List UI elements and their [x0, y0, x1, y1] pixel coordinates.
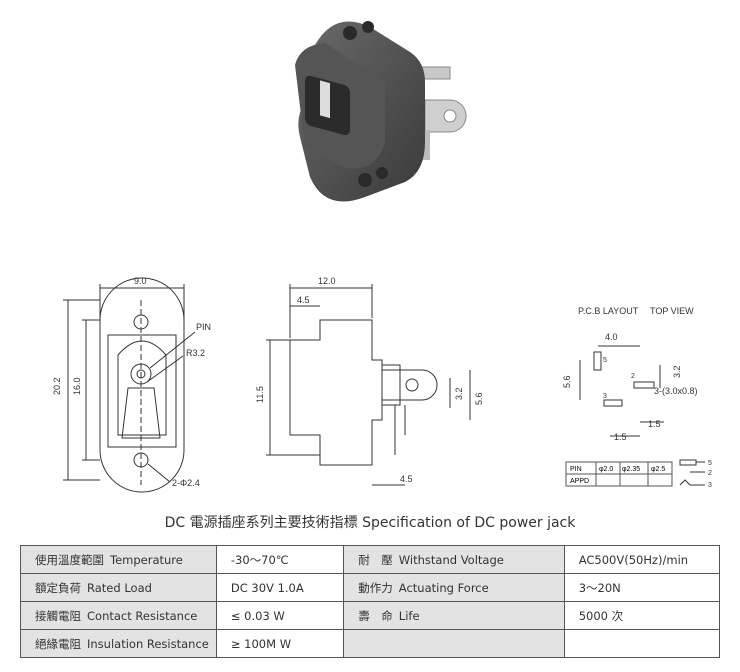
svg-text:2: 2	[631, 373, 635, 380]
svg-text:1.5: 1.5	[648, 419, 661, 429]
svg-text:PIN: PIN	[196, 322, 211, 332]
side-view	[266, 284, 471, 486]
spec-value: 5000 次	[563, 601, 721, 630]
spec-label	[343, 629, 565, 658]
pcb-layout: P.C.B LAYOUT TOP VIEW 4.0 5.6 3.2 5 3-(3…	[562, 306, 698, 442]
spec-value: ≤ 0.03 W	[215, 601, 345, 630]
svg-text:1.5: 1.5	[614, 432, 627, 442]
svg-text:5: 5	[708, 460, 712, 467]
pin-table: PIN φ2.0 φ2.35 φ2.5 APPD	[565, 461, 673, 487]
svg-text:φ2.35: φ2.35	[622, 466, 640, 473]
svg-text:4.5: 4.5	[297, 295, 310, 305]
svg-text:2-Φ2.4: 2-Φ2.4	[172, 478, 200, 488]
svg-text:R3.2: R3.2	[186, 348, 205, 358]
svg-text:20.2: 20.2	[52, 377, 62, 395]
svg-text:P.C.B LAYOUT: P.C.B LAYOUT	[578, 306, 639, 316]
spec-value: ≥ 100M W	[215, 629, 345, 658]
product-photo	[295, 21, 467, 202]
svg-text:9.0: 9.0	[134, 276, 147, 286]
spec-value: DC 30V 1.0A	[215, 573, 345, 602]
front-view-labels: 9.0 20.2 16.0 PIN R3.2 2-Φ2.4	[52, 276, 211, 488]
svg-text:PIN: PIN	[570, 466, 582, 473]
spec-value: -30～70℃	[215, 545, 345, 574]
svg-text:3.2: 3.2	[672, 365, 682, 378]
svg-text:4.0: 4.0	[605, 332, 618, 342]
svg-text:φ2.0: φ2.0	[599, 466, 613, 473]
side-view-labels: 12.0 4.5 11.5 3.2 5.6 4.5	[255, 276, 484, 484]
svg-text:16.0: 16.0	[72, 377, 82, 395]
spec-value	[563, 629, 721, 658]
svg-text:3.2: 3.2	[454, 387, 464, 400]
svg-text:11.5: 11.5	[255, 386, 265, 403]
svg-text:3: 3	[603, 393, 607, 400]
svg-text:APPD: APPD	[570, 478, 589, 485]
schematic-symbol	[679, 459, 705, 486]
svg-text:TOP VIEW: TOP VIEW	[650, 306, 694, 316]
svg-text:2: 2	[708, 470, 712, 477]
front-view	[63, 277, 196, 493]
svg-text:3-(3.0x0.8): 3-(3.0x0.8)	[654, 386, 698, 396]
svg-text:φ2.5: φ2.5	[651, 466, 665, 473]
pcb-layout-lines	[579, 345, 664, 437]
svg-text:5: 5	[603, 357, 607, 364]
svg-text:3: 3	[708, 482, 712, 489]
spec-title: DC 電源插座系列主要技術指標 Specification of DC powe…	[164, 515, 576, 531]
spec-value: 3～20N	[563, 573, 721, 602]
svg-text:12.0: 12.0	[318, 276, 336, 286]
technical-drawings: 9.0 20.2 16.0 PIN R3.2 2-Φ2.4 12.0 4.5 1…	[52, 276, 712, 493]
spec-value: AC500V(50Hz)/min	[563, 545, 721, 574]
svg-text:4.5: 4.5	[400, 474, 413, 484]
svg-text:5.6: 5.6	[562, 375, 572, 388]
svg-text:5.6: 5.6	[474, 392, 484, 405]
